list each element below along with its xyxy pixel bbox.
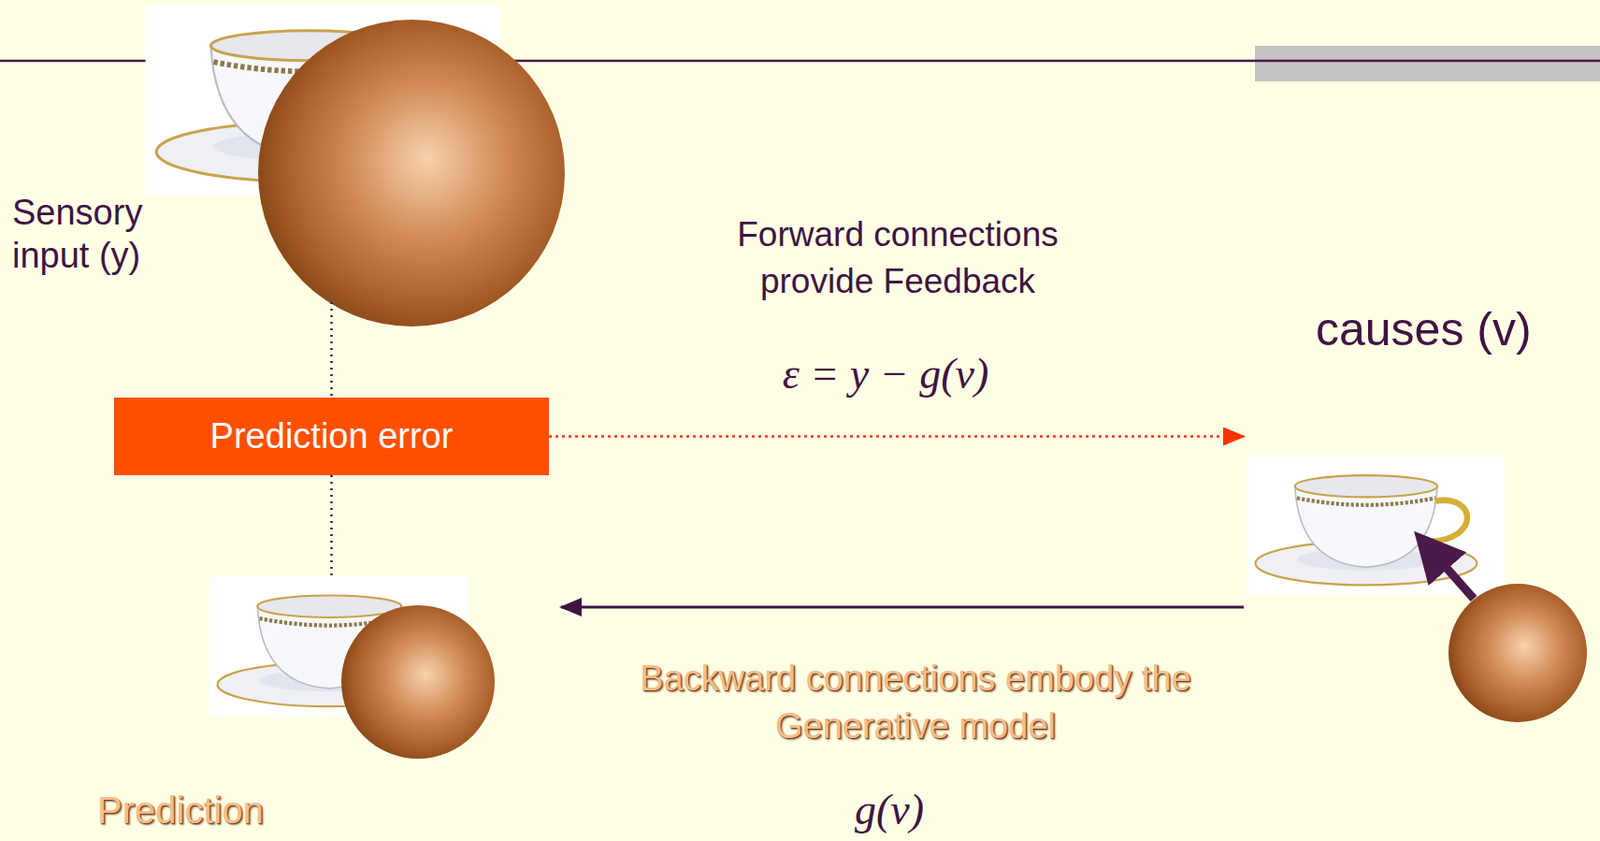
node-label: Sensory input (y) [12,191,209,277]
sensory-sphere [258,19,565,327]
cause-sphere [1448,583,1587,722]
edge-label: Backward connections embody the Generati… [597,654,1234,751]
causes-node: causes (v) [1243,289,1598,730]
sensory-node: Sensory input (y) [9,4,565,303]
equation: g(v) [854,783,924,836]
process-box: Prediction error [114,397,549,476]
prediction-node: Prediction [93,576,562,837]
equation: ε = y − g(v) [782,347,990,400]
teacup-image [1247,456,1505,595]
node-label: causes (v) [1315,301,1532,358]
dotted-connector [548,434,1244,438]
cause-arrow [1430,549,1474,599]
arrow-connector [561,605,1244,609]
corner-bar [1254,45,1600,82]
prediction-sphere [341,605,495,759]
dotted-connector [330,302,333,398]
edge-label: Forward connections provide Feedback [677,211,1118,305]
box-label: Prediction error [210,415,454,459]
dotted-connector [330,475,333,577]
node-label: Prediction [97,787,264,833]
